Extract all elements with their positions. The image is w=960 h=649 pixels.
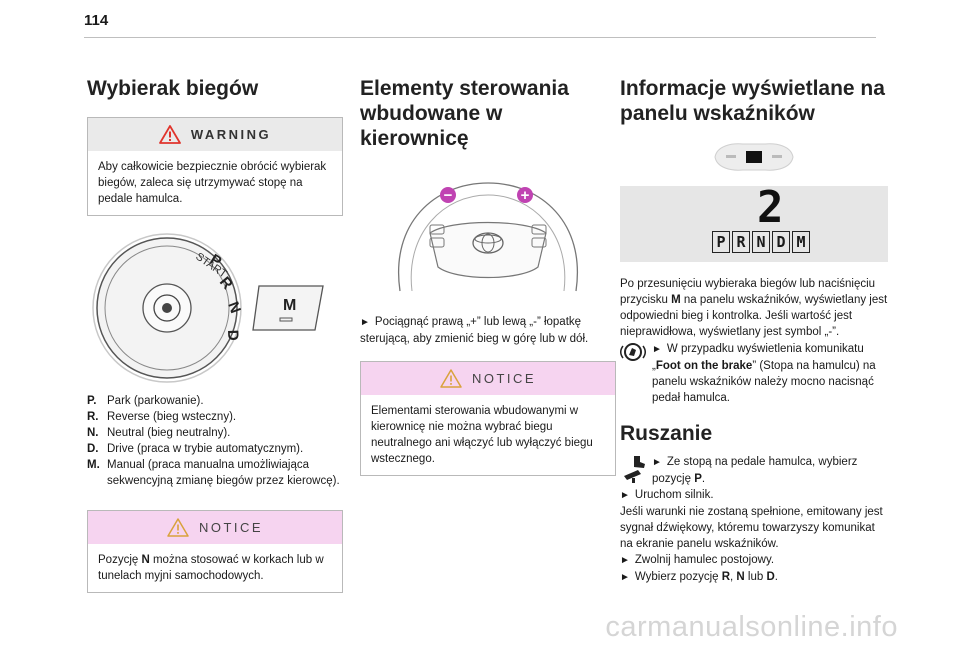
gear-position-list: P.Park (parkowanie). R.Reverse (bieg wst…	[87, 393, 343, 489]
bullet-arrow-icon: ►	[652, 457, 662, 468]
plus-paddle-icon: +	[521, 187, 530, 204]
notice-label: NOTICE	[471, 370, 537, 386]
bullet-arrow-icon: ►	[652, 344, 662, 355]
warning-label: WARNING	[190, 126, 272, 142]
notice-label: NOTICE	[198, 519, 264, 535]
list-item: N.Neutral (bieg neutralny).	[87, 427, 231, 439]
list-item: ►Wybierz pozycję R, N lub D.	[620, 571, 778, 583]
paddle-instruction: ►Pociągnąć prawą „+” lub lewą „-” łopatk…	[360, 316, 589, 345]
section-heading-starting: Ruszanie	[620, 422, 713, 445]
foot-on-brake-paragraph: ►W przypadku wyświetlenia komunikatu „Fo…	[620, 341, 888, 406]
list-item: R.Reverse (bieg wsteczny).	[87, 411, 237, 423]
notice-box: NOTICE Elementami sterowania wbudowanymi…	[360, 361, 616, 476]
gear-knob-illustration: START P R N D M	[92, 233, 324, 383]
warning-box: WARNING Aby całkowicie bezpiecznie obróc…	[87, 117, 343, 216]
warning-text: Aby całkowicie bezpiecznie obrócić wybie…	[98, 161, 327, 205]
selector-letter-d: D	[224, 330, 241, 342]
notice-text: Elementami sterowania wbudowanymi w kier…	[371, 405, 593, 465]
gear-letters-row: P R N D M	[712, 231, 810, 253]
current-gear-digit: 2	[757, 182, 784, 233]
foot-brake-warning-icon	[620, 343, 646, 361]
list-item: ►Zwolnij hamulec postojowy.	[620, 554, 775, 566]
display-paragraph: Po przesunięciu wybieraka biegów lub nac…	[620, 278, 888, 338]
instrument-cluster-icon	[620, 140, 888, 174]
minus-paddle-icon: −	[444, 187, 453, 204]
header-divider	[84, 37, 876, 38]
steering-wheel-illustration: − +	[398, 182, 578, 292]
list-item: P.Park (parkowanie).	[87, 395, 204, 407]
m-button-label: M	[283, 297, 296, 314]
warning-triangle-icon	[158, 125, 181, 144]
section-heading: Wybierak biegów	[87, 77, 259, 100]
list-item: ►Uruchom silnik.	[620, 489, 714, 501]
notice-box: NOTICE Pozycję N można stosować w korkac…	[87, 510, 343, 593]
starting-steps: ►Ze stopą na pedale hamulca, wybierz poz…	[620, 454, 888, 586]
list-item: M.Manual (praca manualna umożliwiająca s…	[87, 459, 340, 487]
foot-on-pedal-icon	[624, 456, 645, 483]
notice-triangle-icon	[167, 518, 189, 537]
gear-display-panel: 2 P R N D M	[620, 182, 888, 262]
notice-text: Pozycję N można stosować w korkach lub w…	[98, 554, 324, 582]
conditions-paragraph: Jeśli warunki nie zostaną spełnione, emi…	[620, 506, 883, 550]
notice-triangle-icon	[440, 369, 462, 388]
list-item: D.Drive (praca w trybie automatycznym).	[87, 443, 304, 455]
warning-header: WARNING	[88, 118, 342, 151]
notice-header: NOTICE	[361, 362, 615, 395]
watermark-link[interactable]: carmanualsonline.info	[605, 611, 898, 643]
page-number: 114	[84, 12, 109, 29]
bullet-arrow-icon: ►	[360, 317, 370, 328]
notice-header: NOTICE	[88, 511, 342, 544]
column-gear-selector: Wybierak biegów WARNING Aby całkowicie b…	[87, 76, 343, 593]
gear-selector-figure: START P R N D M	[87, 226, 343, 386]
steering-wheel-figure: − +	[360, 163, 616, 303]
